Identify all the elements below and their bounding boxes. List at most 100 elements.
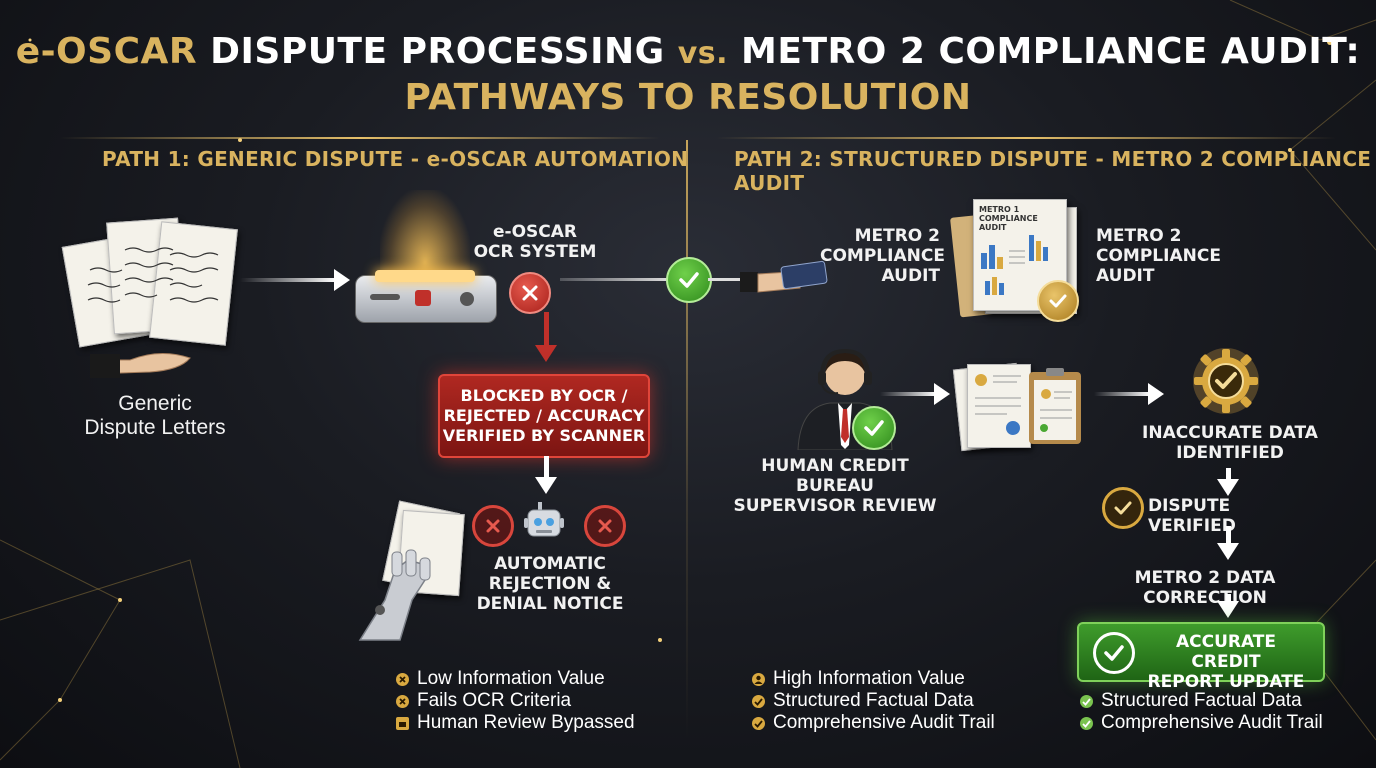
accurate-report-update-box: ACCURATE CREDIT REPORT UPDATE [1077,622,1325,692]
robot-hand-icon [330,500,470,650]
check-bullet-icon [752,694,765,708]
path1-bullet-text-2: Fails OCR Criteria [417,690,572,711]
update-line-1: ACCURATE CREDIT [1175,632,1277,672]
robot-icon [522,500,566,544]
title-vs: vs. [677,36,728,71]
supervisor-check-icon [852,406,896,450]
path1-bullet-text-3: Human Review Bypassed [417,712,635,733]
path2-right-bullet-text-2: Comprehensive Audit Trail [1101,712,1323,733]
generic-letters-label: Generic Dispute Letters [70,392,240,440]
path2-right-bullets: Structured Factual Data Comprehensive Au… [1080,690,1323,734]
arrow-scanner-to-blocked [535,312,557,362]
dispute-verified-label: DISPUTE VERIFIED [1148,496,1236,536]
rejection-line-3: DENIAL NOTICE [476,594,624,614]
audit-left-line-1: METRO 2 [854,226,940,246]
arrow-letters-to-scanner [240,269,350,291]
scanner-label-line-1: e-OSCAR [492,222,577,242]
briefcase-bullet-icon [396,716,409,730]
blocked-by-ocr-box: BLOCKED BY OCR / REJECTED / ACCURACY VER… [438,374,650,458]
path2-mid-bullets: High Information Value Structured Factua… [752,668,995,734]
divider-right [716,137,1336,139]
rejection-line-2: REJECTION & [488,574,612,594]
hand-card-icon [740,258,830,302]
title-dispute-processing: DISPUTE PROCESSING [197,31,678,72]
update-text: ACCURATE CREDIT REPORT UPDATE [1141,632,1311,692]
rejection-line-1: AUTOMATIC [494,554,606,574]
supervisor-line-1: HUMAN CREDIT BUREAU [761,456,909,496]
page-title-line-2: PATHWAYS TO RESOLUTION [404,77,972,118]
paper-stack-icon [61,210,240,378]
audit-left-line-3: AUDIT [881,266,940,286]
blocked-line-1: BLOCKED BY OCR / [460,386,628,405]
center-check-icon [666,257,712,303]
path2-mid-bullet-text-1: High Information Value [773,668,965,689]
path2-mid-bullet-text-2: Structured Factual Data [773,690,974,711]
gear-badge-icon [1192,347,1260,415]
blocked-line-3: VERIFIED BY SCANNER [442,426,646,445]
letters-label-line-2: Dispute Letters [84,416,226,439]
inaccurate-data-label: INACCURATE DATA IDENTIFIED [1140,423,1320,463]
path2-mid-bullet-text-3: Comprehensive Audit Trail [773,712,995,733]
inaccurate-line-1: INACCURATE DATA [1142,423,1318,443]
center-divider [686,140,688,740]
scanner-label: e-OSCAR OCR SYSTEM [470,222,600,262]
path1-bullet-text-1: Low Information Value [417,668,605,689]
inaccurate-line-2: IDENTIFIED [1176,443,1284,463]
clipboard-icon [952,360,1085,455]
path1-bullet-1: Low Information Value [396,668,635,690]
update-line-2: REPORT UPDATE [1147,672,1305,692]
path1-bullet-3: Human Review Bypassed [396,712,635,734]
line-scanner-to-center [560,278,670,281]
check-bullet-icon [752,716,765,730]
audit-right-line-3: AUDIT [1096,266,1155,286]
path2-right-bullet-2: Comprehensive Audit Trail [1080,712,1323,734]
check-bullet-icon [1080,716,1093,730]
arrow-blocked-to-rejection [535,456,557,494]
path2-right-bullet-text-1: Structured Factual Data [1101,690,1302,711]
path1-heading: PATH 1: GENERIC DISPUTE - e-OSCAR AUTOMA… [102,147,689,171]
doc-header-line-1: METRO 1 [979,205,1020,214]
scanner-label-line-2: OCR SYSTEM [473,242,597,262]
verified-check-icon [1102,487,1144,529]
automatic-rejection-label: AUTOMATIC REJECTION & DENIAL NOTICE [470,554,630,614]
arrow-correction-to-update [1217,594,1239,618]
doc-header-line-2: COMPLIANCE AUDIT [979,214,1038,232]
path1-bullets: Low Information Value Fails OCR Criteria… [396,668,635,734]
blocked-line-2: REJECTED / ACCURACY [443,406,645,425]
scanner-icon [350,190,500,330]
audit-left-line-2: COMPLIANCE [820,246,945,266]
audit-right-label: METRO 2 COMPLIANCE AUDIT [1096,226,1221,286]
scanner-reject-icon [509,272,551,314]
x-bullet-icon [396,694,409,708]
audit-document-icon: METRO 1 COMPLIANCE AUDIT [950,195,1080,322]
arrow-docs-to-badge [1094,383,1164,405]
letters-label-line-1: Generic [118,392,192,415]
audit-check-icon [1037,280,1079,322]
title-metro2-audit: METRO 2 COMPLIANCE AUDIT: [728,31,1361,72]
audit-left-label: METRO 2 COMPLIANCE AUDIT [820,226,945,286]
path2-mid-bullet-3: Comprehensive Audit Trail [752,712,995,734]
audit-right-line-1: METRO 2 [1096,226,1182,246]
data-correction-label: METRO 2 DATA CORRECTION [1134,568,1276,608]
arrow-verified-to-correction [1217,526,1239,560]
update-check-icon [1093,632,1135,674]
page-title-line-1: e-OSCAR DISPUTE PROCESSING vs. METRO 2 C… [0,30,1376,76]
reject-right-icon [584,505,626,547]
audit-right-line-2: COMPLIANCE [1096,246,1221,266]
check-bullet-icon [1080,694,1093,708]
arrow-inaccurate-to-verified [1217,468,1239,496]
path2-mid-bullet-1: High Information Value [752,668,995,690]
line-center-to-hand [708,278,768,281]
reject-left-icon [472,505,514,547]
arrow-supervisor-to-docs [880,383,950,405]
path2-mid-bullet-2: Structured Factual Data [752,690,995,712]
supervisor-line-2: SUPERVISOR REVIEW [733,496,937,516]
divider-left [60,137,660,139]
path2-heading: PATH 2: STRUCTURED DISPUTE - METRO 2 COM… [734,147,1372,195]
title-eoscar: e-OSCAR [15,31,198,72]
path2-right-bullet-1: Structured Factual Data [1080,690,1323,712]
person-bullet-icon [752,672,765,686]
path1-bullet-2: Fails OCR Criteria [396,690,635,712]
supervisor-label: HUMAN CREDIT BUREAU SUPERVISOR REVIEW [730,456,940,516]
x-bullet-icon [396,672,409,686]
